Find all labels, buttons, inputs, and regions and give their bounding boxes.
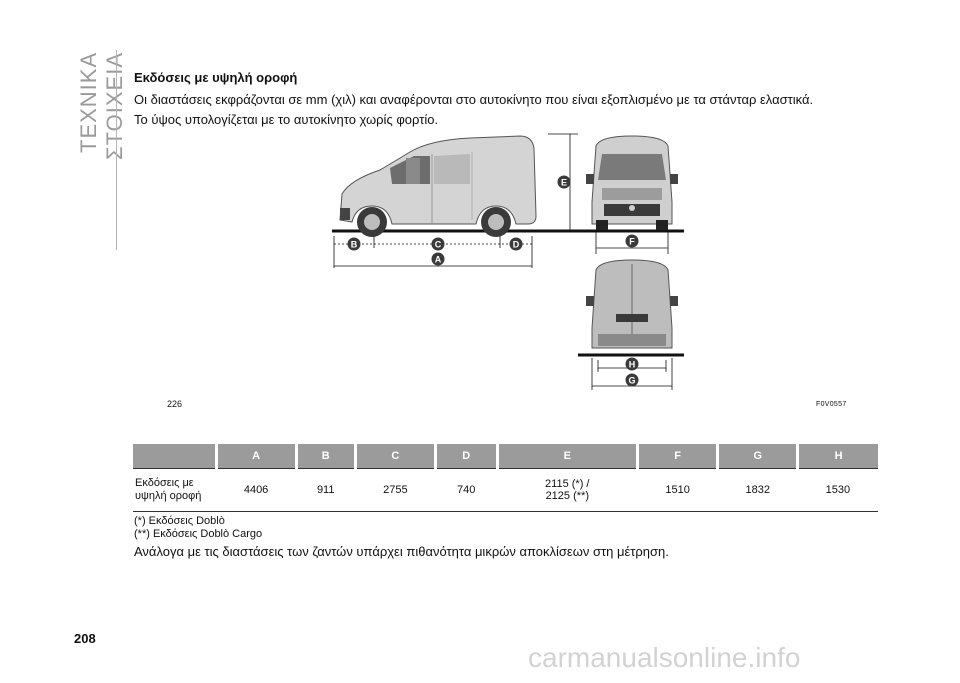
figure-number: 226	[167, 399, 183, 409]
table-row: Εκδόσεις με υψηλή οροφή 4406 911 2755 74…	[133, 468, 878, 512]
label-d-marker	[509, 237, 523, 251]
value-f: 1510	[637, 468, 718, 512]
page-number: 208	[74, 631, 96, 646]
van-rear-view	[586, 259, 678, 349]
label-a-marker	[431, 252, 445, 266]
value-d: 740	[435, 468, 498, 512]
intro-text-1: Οι διαστάσεις εκφράζονται σε mm (χιλ) κα…	[134, 92, 814, 107]
van-front-view	[586, 135, 678, 230]
table-header-cell: D	[433, 444, 498, 469]
label-b: B	[351, 240, 358, 250]
table-header-cell: F	[636, 444, 718, 469]
label-e: E	[561, 178, 567, 188]
label-c-marker	[431, 237, 445, 251]
table-header-cell: E	[495, 444, 638, 469]
van-side-view	[339, 135, 537, 237]
label-b-marker	[347, 237, 361, 251]
value-e: 2115 (*) /2125 (**)	[497, 468, 638, 512]
watermark: carmanualsonline.info	[528, 642, 801, 673]
vehicle-dimensions-figure: B C D A E F H G	[332, 133, 684, 390]
dimension-lines-front	[595, 232, 669, 254]
value-g: 1832	[717, 468, 798, 512]
label-d: D	[513, 240, 520, 250]
table-header-row: A B C D E F G H	[133, 444, 878, 469]
value-b: 911	[296, 468, 356, 512]
label-a: A	[435, 255, 442, 265]
section-divider	[116, 50, 117, 250]
label-c: C	[435, 240, 442, 250]
table-header-cell: B	[294, 444, 356, 469]
table-header-cell	[133, 444, 216, 469]
label-g-marker	[625, 373, 639, 387]
table-header-cell: G	[716, 444, 798, 469]
intro-text-2: Το ύψος υπολογίζεται με το αυτοκίνητο χω…	[134, 112, 439, 127]
table-header-cell: C	[353, 444, 436, 469]
row-label: Εκδόσεις με υψηλή οροφή	[133, 468, 216, 512]
footnote-doblo-cargo: (**) Εκδόσεις Doblò Cargo	[134, 528, 263, 540]
value-e-line2: 2125 (**)	[545, 490, 589, 502]
dimensions-table: A B C D E F G H Εκδόσεις με υψηλή οροφή …	[133, 444, 878, 512]
measurement-note: Ανάλογα με τις διαστάσεις των ζαντών υπά…	[134, 544, 669, 559]
value-c: 2755	[355, 468, 436, 512]
label-h-marker	[625, 357, 639, 371]
value-e-line1: 2115 (*) /	[545, 478, 590, 490]
section-title: ΤΕΧΝΙΚΑ ΣΤΟΙΧΕΙΑ	[76, 52, 127, 160]
label-g: G	[628, 376, 635, 386]
label-f: F	[629, 237, 635, 247]
table-header-cell: A	[214, 444, 297, 469]
value-h: 1530	[797, 468, 878, 512]
table-header-cell: H	[796, 444, 878, 469]
label-h: H	[629, 360, 636, 370]
figure-code: F0V0557	[816, 401, 847, 408]
footnote-doblo: (*) Εκδόσεις Doblò	[134, 515, 225, 527]
page-heading: Εκδόσεις με υψηλή οροφή	[134, 70, 298, 85]
label-e-marker	[557, 175, 571, 189]
value-a: 4406	[216, 468, 297, 512]
label-f-marker	[625, 234, 639, 248]
